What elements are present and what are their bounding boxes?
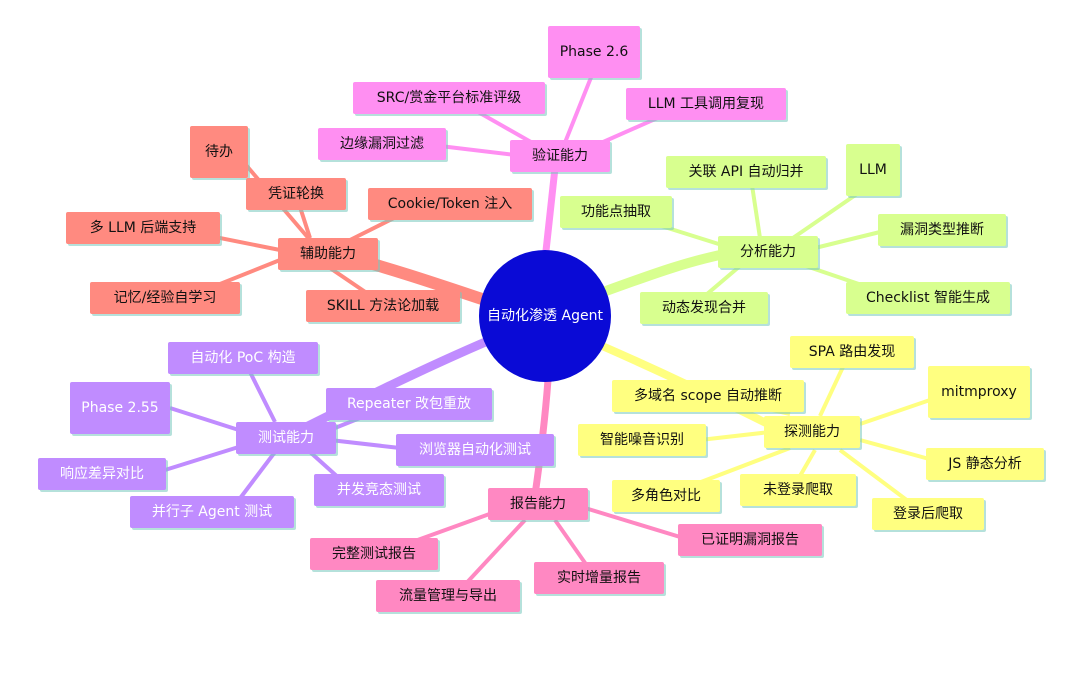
probe-multi-role[interactable]: 多角色对比: [612, 480, 720, 512]
report-full[interactable]: 完整测试报告: [310, 538, 438, 570]
verify-edge-filter[interactable]: 边缘漏洞过滤: [318, 128, 446, 160]
hub-report[interactable]: 报告能力: [488, 488, 588, 520]
report-proven-vulns[interactable]: 已证明漏洞报告: [678, 524, 822, 556]
probe-auth-crawl[interactable]: 登录后爬取: [872, 498, 984, 530]
hub-verify[interactable]: 验证能力: [510, 140, 610, 172]
assist-cookie-inject[interactable]: Cookie/Token 注入: [368, 188, 532, 220]
test-parallel-agents[interactable]: 并行子 Agent 测试: [130, 496, 294, 528]
analyze-checklist-gen[interactable]: Checklist 智能生成: [846, 282, 1010, 314]
probe-mitmproxy[interactable]: mitmproxy: [928, 366, 1030, 418]
verify-phase-2-6[interactable]: Phase 2.6: [548, 26, 640, 78]
report-traffic-export[interactable]: 流量管理与导出: [376, 580, 520, 612]
report-incremental[interactable]: 实时增量报告: [534, 562, 664, 594]
assist-skill-loading[interactable]: SKILL 方法论加载: [306, 290, 460, 322]
probe-js-static[interactable]: JS 静态分析: [926, 448, 1044, 480]
assist-memory-learning[interactable]: 记忆/经验自学习: [90, 282, 240, 314]
test-response-diff[interactable]: 响应差异对比: [38, 458, 166, 490]
analyze-feature-extract[interactable]: 功能点抽取: [560, 196, 672, 228]
probe-noise-detect[interactable]: 智能噪音识别: [578, 424, 706, 456]
analyze-dynamic-merge[interactable]: 动态发现合并: [640, 292, 768, 324]
probe-scope-infer[interactable]: 多域名 scope 自动推断: [612, 380, 804, 412]
probe-anon-crawl[interactable]: 未登录爬取: [740, 474, 856, 506]
hub-test[interactable]: 测试能力: [236, 422, 336, 454]
test-browser-auto[interactable]: 浏览器自动化测试: [396, 434, 554, 466]
analyze-vuln-infer[interactable]: 漏洞类型推断: [878, 214, 1006, 246]
analyze-llm[interactable]: LLM: [846, 144, 900, 196]
verify-llm-tool-replay[interactable]: LLM 工具调用复现: [626, 88, 786, 120]
test-race[interactable]: 并发竞态测试: [314, 474, 444, 506]
root-node[interactable]: 自动化渗透 Agent: [479, 250, 611, 382]
test-repeater[interactable]: Repeater 改包重放: [326, 388, 492, 420]
analyze-api-merge[interactable]: 关联 API 自动归并: [666, 156, 826, 188]
assist-multi-llm[interactable]: 多 LLM 后端支持: [66, 212, 220, 244]
hub-probe[interactable]: 探测能力: [764, 416, 860, 448]
verify-src-rating[interactable]: SRC/赏金平台标准评级: [353, 82, 545, 114]
assist-todo[interactable]: 待办: [190, 126, 248, 178]
hub-analyze[interactable]: 分析能力: [718, 236, 818, 268]
probe-spa-routes[interactable]: SPA 路由发现: [790, 336, 914, 368]
assist-credential-rotation[interactable]: 凭证轮换: [246, 178, 346, 210]
test-phase-2-55[interactable]: Phase 2.55: [70, 382, 170, 434]
hub-assist[interactable]: 辅助能力: [278, 238, 378, 270]
test-poc-build[interactable]: 自动化 PoC 构造: [168, 342, 318, 374]
